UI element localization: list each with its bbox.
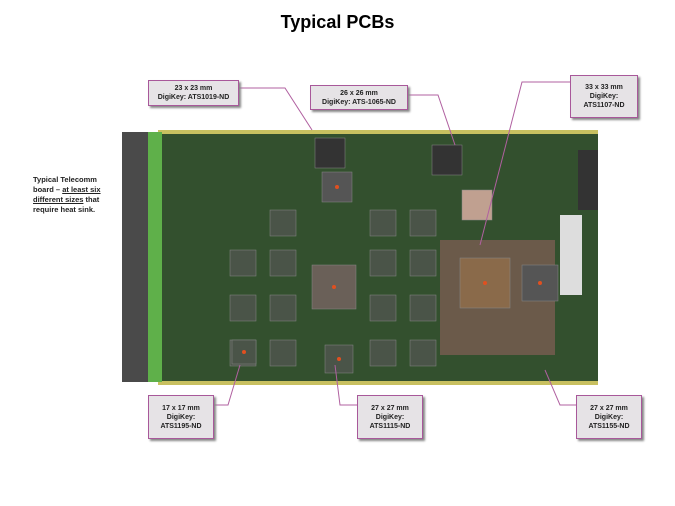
callout-size: 23 x 23 mm bbox=[174, 85, 213, 92]
callout-part: DigiKey: bbox=[375, 413, 405, 421]
ic-chip bbox=[269, 294, 297, 322]
ic-chip bbox=[229, 294, 257, 322]
leader-line bbox=[406, 94, 456, 146]
ic-chip bbox=[409, 249, 437, 277]
ic-chip bbox=[269, 249, 297, 277]
callout-part-number: ATS1155-ND bbox=[588, 422, 630, 430]
chip-marker bbox=[335, 185, 339, 189]
telecomm-board-note: Typical Telecomm board – at least six di… bbox=[33, 175, 117, 215]
side-connector bbox=[560, 215, 582, 295]
slide-title: Typical PCBs bbox=[280, 12, 395, 32]
board-edge bbox=[158, 381, 598, 385]
callout-part-number: ATS1115-ND bbox=[369, 422, 411, 430]
connector-pins bbox=[148, 132, 162, 382]
callout-size: 27 x 27 mm bbox=[590, 404, 628, 412]
callout-part: DigiKey: bbox=[166, 413, 196, 421]
leader-line bbox=[479, 81, 570, 246]
chip-marker bbox=[538, 281, 542, 285]
leader-line bbox=[334, 364, 357, 406]
callout-27mm-right: 27 x 27 mm DigiKey: ATS1155-ND bbox=[576, 395, 642, 439]
leader-line bbox=[237, 87, 313, 131]
note-emphasis: at least six different sizes bbox=[33, 185, 101, 204]
chip-marker bbox=[483, 281, 487, 285]
ic-chip bbox=[369, 209, 397, 237]
callout-size: 17 x 17 mm bbox=[162, 404, 200, 412]
callout-23mm: 23 x 23 mm DigiKey: ATS1019-ND bbox=[148, 80, 239, 106]
callout-part: DigiKey: bbox=[594, 413, 624, 421]
ic-chip bbox=[431, 144, 463, 176]
callout-part: DigiKey: ATS-1065-ND bbox=[322, 98, 396, 106]
callout-size: 33 x 33 mm bbox=[585, 84, 623, 91]
callout-part-number: ATS1107-ND bbox=[583, 102, 625, 109]
chip-marker bbox=[337, 357, 341, 361]
board-edge bbox=[158, 130, 598, 134]
chip-marker bbox=[242, 350, 246, 354]
note-text: Typical Telecomm board – bbox=[33, 175, 97, 194]
ic-chip bbox=[269, 209, 297, 237]
leader-line bbox=[212, 364, 241, 406]
callout-part-number: ATS1195-ND bbox=[160, 422, 202, 430]
ic-chip bbox=[269, 339, 297, 367]
callout-part: DigiKey: ATS1019-ND bbox=[157, 94, 230, 101]
callout-size: 27 x 27 mm bbox=[371, 404, 409, 412]
note-text: that require heat sink. bbox=[33, 195, 100, 214]
ic-chip bbox=[409, 294, 437, 322]
ic-chip bbox=[369, 339, 397, 367]
callout-part: DigiKey: bbox=[589, 93, 619, 100]
ic-chip bbox=[314, 137, 346, 169]
callout-size: 26 x 26 mm bbox=[340, 89, 378, 97]
ic-chip bbox=[409, 339, 437, 367]
ic-chip bbox=[409, 209, 437, 237]
backplane-connector bbox=[122, 132, 148, 382]
callout-17mm: 17 x 17 mm DigiKey: ATS1195-ND bbox=[148, 395, 214, 439]
ic-chip bbox=[461, 189, 493, 221]
ic-chip bbox=[369, 249, 397, 277]
callout-27mm-center: 27 x 27 mm DigiKey: ATS1115-ND bbox=[357, 395, 423, 439]
chip-marker bbox=[332, 285, 336, 289]
leader-line bbox=[544, 369, 576, 406]
side-connector bbox=[578, 150, 598, 210]
callout-26mm: 26 x 26 mm DigiKey: ATS-1065-ND bbox=[310, 85, 408, 110]
ic-chip bbox=[369, 294, 397, 322]
callout-33mm: 33 x 33 mm DigiKey: ATS1107-ND bbox=[570, 75, 638, 118]
ic-chip bbox=[229, 249, 257, 277]
